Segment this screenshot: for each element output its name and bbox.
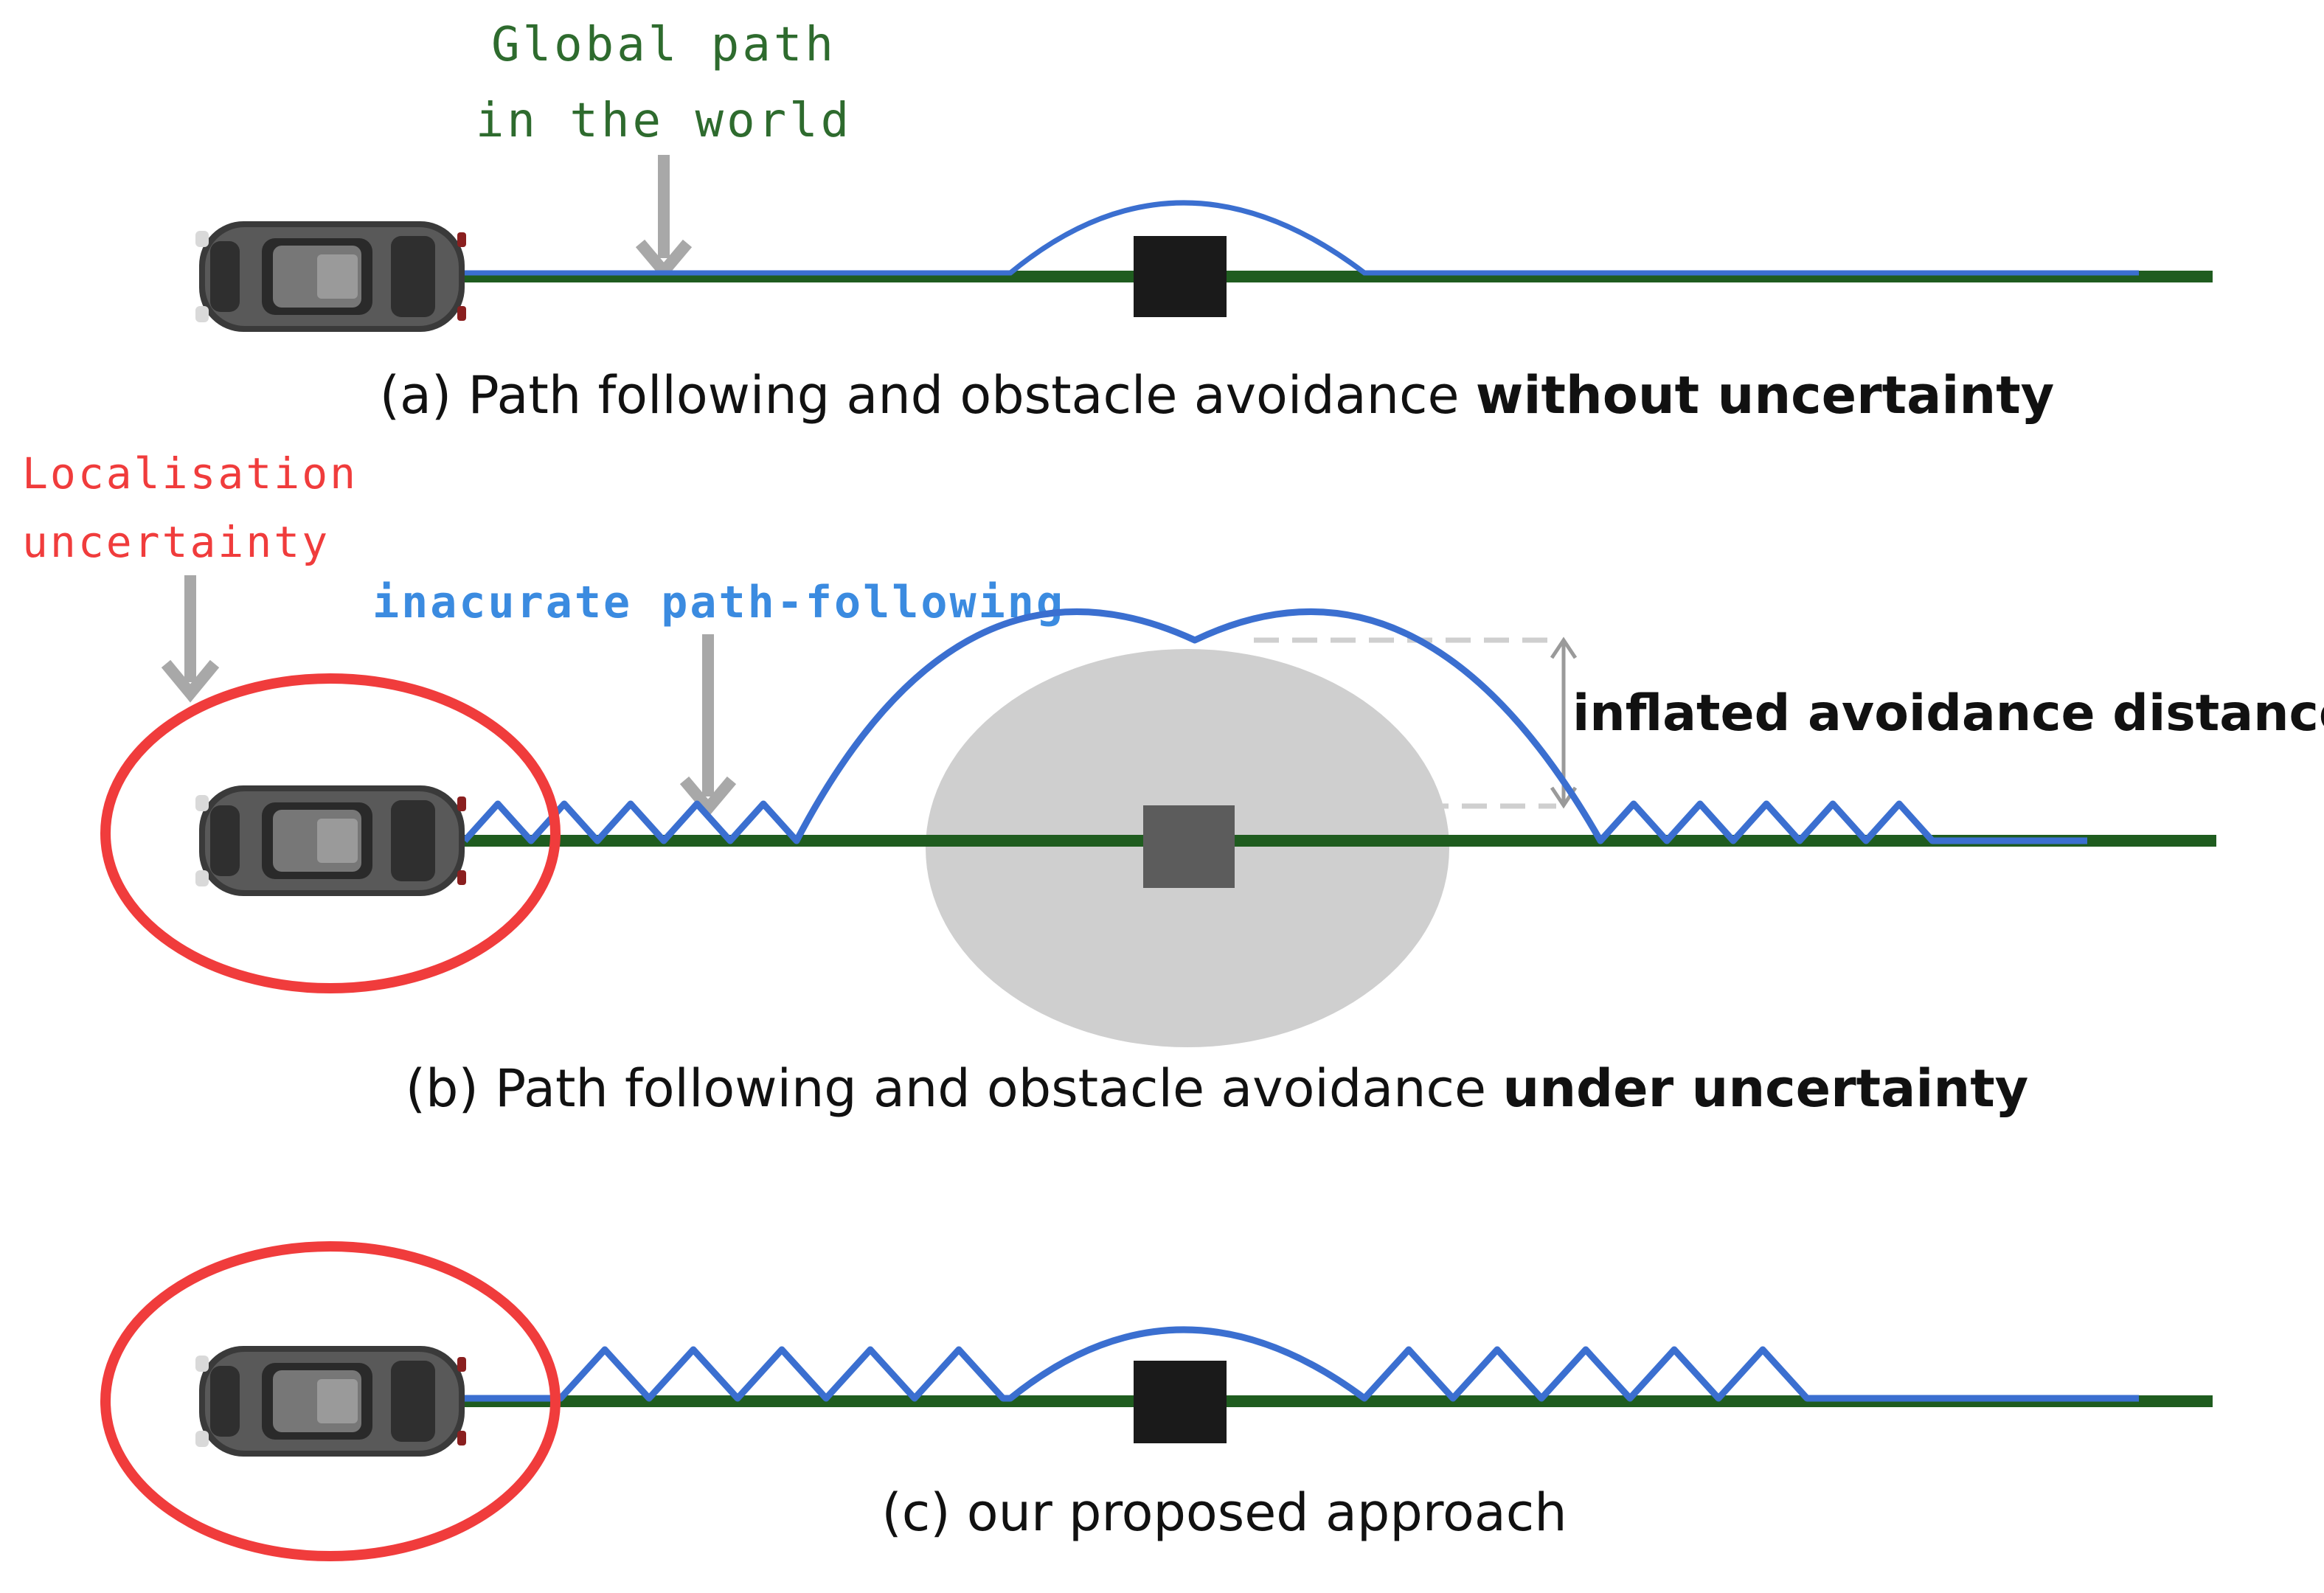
global-path-pointer-arrow-icon [635, 155, 693, 281]
caption-a: (a) Path following and obstacle avoidanc… [380, 365, 2055, 426]
car-top-view-icon [195, 221, 466, 332]
inaccurate-path-label: inacurate path-following [372, 577, 1065, 628]
localisation-label-line1: Localisation [22, 448, 358, 499]
obstacle-square [1134, 1361, 1227, 1443]
localisation-uncertainty-circle [100, 673, 561, 993]
caption-b: (b) Path following and obstacle avoidanc… [406, 1058, 2029, 1119]
inaccurate-path-pointer-arrow-icon [679, 634, 737, 818]
global-path-label-line1: Global path [491, 18, 836, 72]
car-top-view-icon [195, 1346, 466, 1457]
obstacle-square [1134, 236, 1227, 317]
panel-a: Global path in the world (a) Path follow… [195, 18, 2213, 426]
robot-path-line [465, 200, 2139, 276]
inflated-distance-label: inflated avoidance distance [1572, 684, 2324, 743]
caption-c: (c) our proposed approach [881, 1482, 1567, 1543]
obstacle-square [1143, 805, 1235, 888]
panel-b: Localisation uncertainty inacurate path-… [22, 448, 2324, 1119]
car-top-view-icon [195, 785, 466, 896]
localisation-label-line2: uncertainty [22, 517, 330, 567]
panel-c: (c) our proposed approach [100, 1241, 2213, 1561]
localisation-pointer-arrow-icon [161, 575, 220, 703]
robot-path-line [465, 1326, 2139, 1402]
robot-path-line [462, 608, 2087, 844]
global-path-label-line2: in the world [476, 94, 852, 148]
localisation-uncertainty-circle [100, 1241, 561, 1561]
